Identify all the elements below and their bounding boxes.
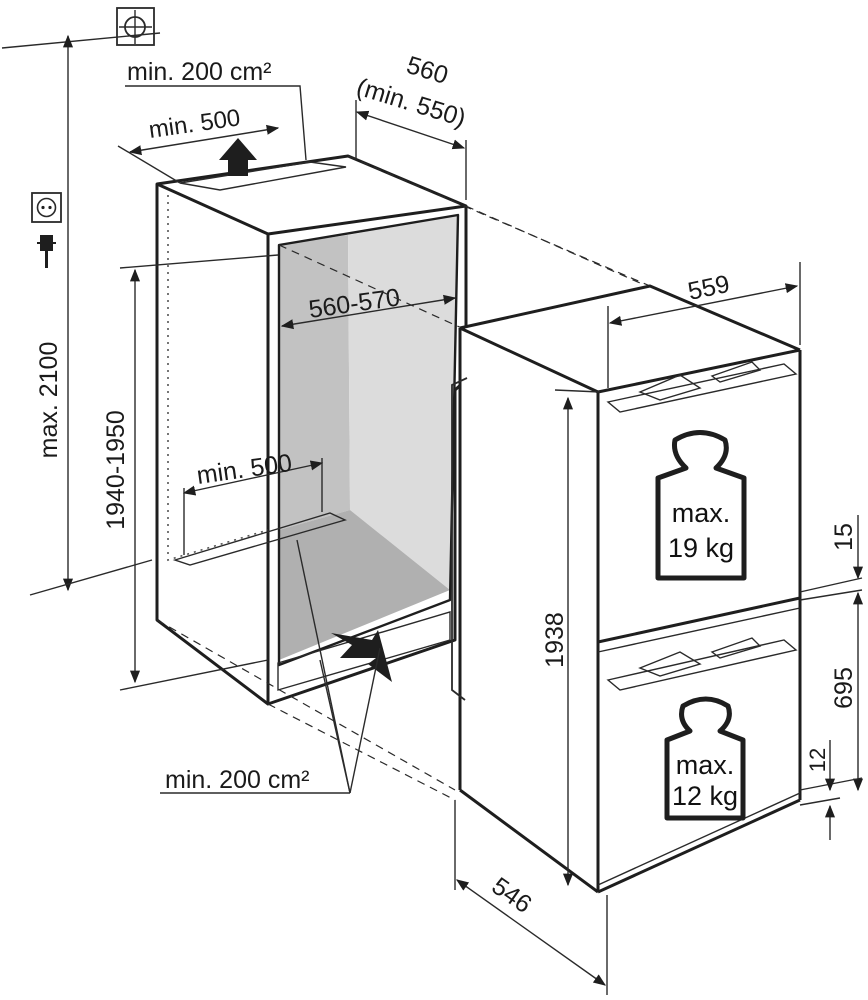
vent-intake-arrow-icon bbox=[331, 630, 392, 682]
appliance-height-dimension: 1938 bbox=[541, 389, 601, 887]
appliance-height-label: 1938 bbox=[541, 612, 569, 668]
power-plug-icon bbox=[37, 235, 56, 268]
weight-icon: max. 12 kg bbox=[664, 696, 746, 821]
upper-gap-label: 15 bbox=[830, 523, 858, 551]
upper-door-load-line2: 19 kg bbox=[668, 533, 734, 563]
vent-bottom-area-label: min. 200 cm² bbox=[165, 766, 309, 794]
niche-height-dimension: 1940-1950 bbox=[102, 254, 279, 691]
weight-icon: max. 19 kg bbox=[655, 430, 747, 581]
vent-bottom-area-callout: min. 200 cm² bbox=[160, 539, 381, 794]
vent-top-area-label: min. 200 cm² bbox=[127, 58, 271, 86]
vent-top-depth-label: min. 500 bbox=[147, 104, 242, 144]
niche-depth-min-label: (min. 550) bbox=[353, 73, 469, 133]
lower-door-load-line1: max. bbox=[676, 750, 735, 780]
lower-door-load-line2: 12 kg bbox=[672, 781, 738, 811]
upper-door-load-line1: max. bbox=[672, 498, 731, 528]
socket-height-dimension: max. 2100 bbox=[29, 34, 153, 596]
appliance-depth-label: 546 bbox=[487, 872, 537, 919]
top-reference-line bbox=[1, 32, 161, 49]
vent-top-area-callout: min. 200 cm² bbox=[125, 58, 307, 161]
appliance-body bbox=[451, 284, 802, 894]
power-socket-icon bbox=[31, 192, 62, 223]
ventilation-crosshair-icon bbox=[116, 7, 155, 46]
upper-gap-dimension: 15 bbox=[799, 515, 864, 601]
projection-lines bbox=[156, 155, 651, 801]
lower-door-height-label: 695 bbox=[830, 667, 858, 709]
vent-up-arrow-icon bbox=[219, 138, 257, 176]
lower-gap-label: 12 bbox=[805, 748, 830, 772]
lower-door-height-dimension: 695 bbox=[799, 591, 864, 792]
niche-depth-label: 560 bbox=[403, 51, 451, 90]
socket-height-label: max. 2100 bbox=[35, 342, 63, 459]
niche-cabinet bbox=[155, 154, 468, 706]
niche-depth-dimension: 560 (min. 550) bbox=[353, 51, 469, 200]
niche-height-label: 1940-1950 bbox=[102, 410, 130, 530]
lower-gap-dimension: 12 bbox=[799, 740, 841, 840]
appliance-width-dimension: 559 bbox=[607, 262, 801, 388]
